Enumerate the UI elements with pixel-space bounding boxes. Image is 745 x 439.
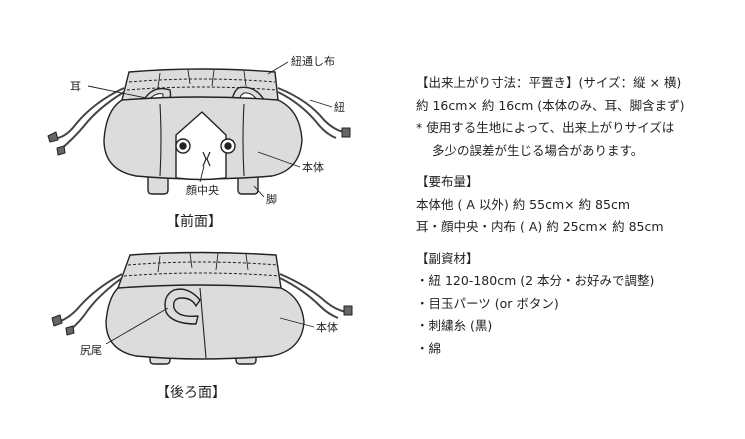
material-item: ・刺繍糸 (黒)	[416, 318, 493, 333]
cord-back-right	[279, 273, 347, 313]
back-body	[105, 284, 305, 360]
fabric-line-1: 本体他 ( A 以外) 約 55cm× 約 85cm	[416, 196, 631, 212]
cord-back-left	[57, 273, 123, 323]
material-item: ・紐 120-180cm (2 本分・お好みで調整)	[416, 273, 655, 288]
caption-front: 【前面】	[166, 213, 222, 230]
cord-right	[277, 87, 345, 133]
label-leg: 脚	[266, 192, 277, 206]
label-face-center: 顔中央	[186, 183, 219, 197]
material-item: ・目玉パーツ (or ボタン)	[416, 295, 559, 311]
back-view	[51, 251, 353, 365]
material-item: ・綿	[416, 340, 442, 356]
size-value: 約 16cm× 約 16cm (本体のみ、耳、脚含まず)	[416, 97, 685, 113]
size-note-2: 多少の誤差が生じる場合があります。	[432, 142, 644, 158]
mouth	[202, 151, 211, 167]
label-cord: 紐	[334, 101, 345, 114]
label-tail: 尻尾	[80, 344, 102, 357]
spec-info: 【出来上がり寸法：平置き】(サイズ：縦 × 横) 約 16cm× 約 16cm …	[416, 72, 736, 360]
caption-back: 【後ろ面】	[156, 385, 226, 401]
size-note-1: * 使用する生地によって、出来上がりサイズは	[416, 120, 675, 135]
label-channel: 紐通し布	[291, 55, 335, 68]
label-front-body: 本体	[302, 160, 324, 174]
label-back-body: 本体	[316, 320, 338, 334]
tail	[164, 288, 201, 325]
fabric-line-2: 耳・顔中央・内布 ( A) 約 25cm× 約 85cm	[416, 219, 664, 234]
cord-left	[51, 87, 125, 140]
front-view	[47, 68, 351, 195]
label-ear: 耳	[70, 80, 81, 93]
fabric-heading: 【要布量】	[416, 174, 479, 189]
materials-heading: 【副資材】	[416, 250, 479, 266]
size-heading: 【出来上がり寸法：平置き】(サイズ：縦 × 横)	[416, 75, 682, 90]
pouch-diagram: 紐通し布 耳 紐 本体 顔中央 脚 本体 尻尾 【前面】 【後ろ面】	[47, 55, 353, 401]
